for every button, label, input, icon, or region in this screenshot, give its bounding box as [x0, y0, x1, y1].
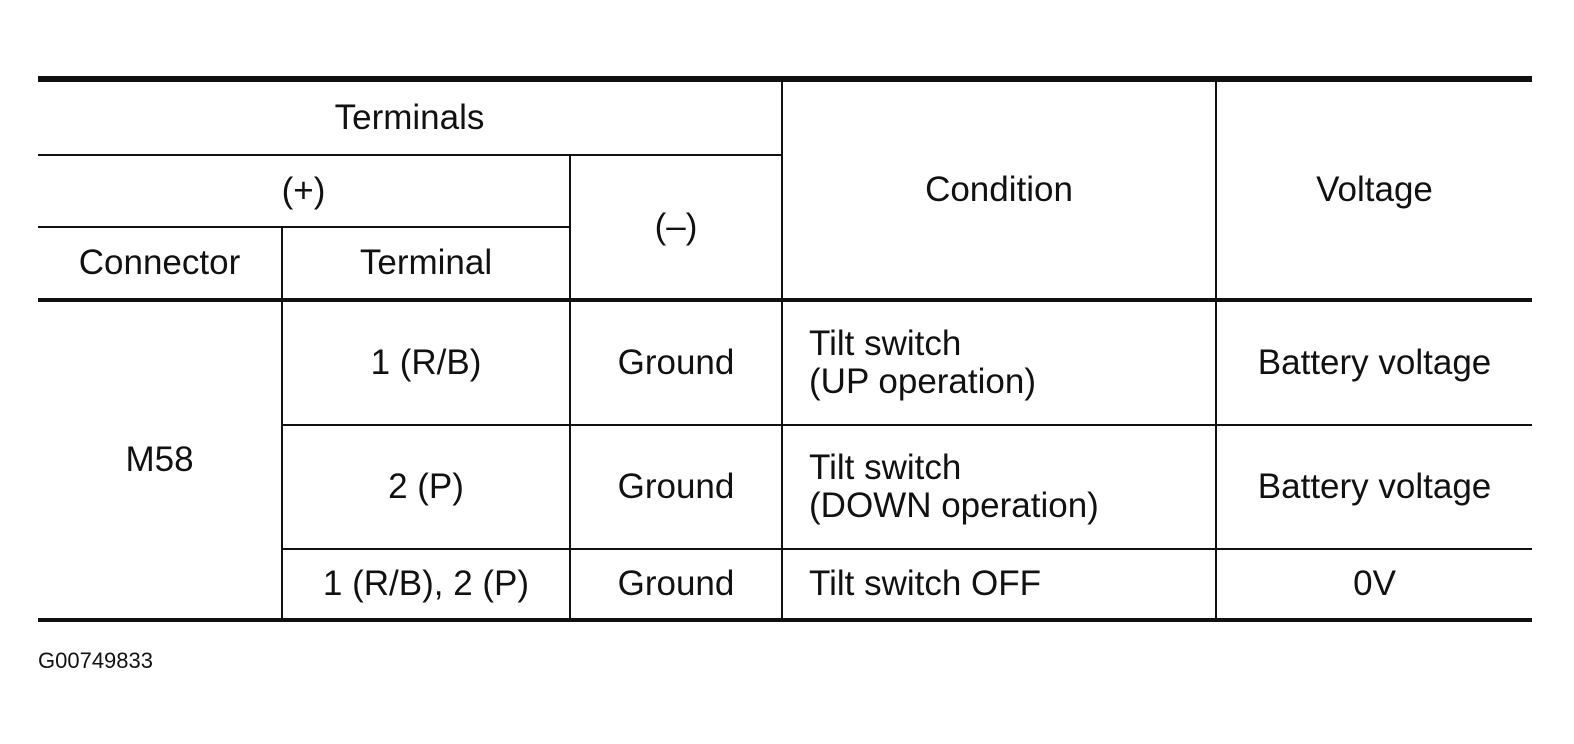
- header-row-polarity: (+) (–): [38, 154, 1532, 301]
- voltage-header: Voltage: [1215, 78, 1533, 301]
- header-row-terminals: Terminals Condition Voltage: [38, 78, 1533, 301]
- condition-line-2: (UP operation): [809, 362, 1036, 401]
- table-row: M58 1 (R/B) Ground Tilt switch (UP opera…: [38, 299, 1533, 621]
- connector-cell: M58: [38, 299, 283, 621]
- condition-cell: Tilt switch (DOWN operation): [781, 424, 1218, 550]
- minus-header: (–): [568, 154, 783, 301]
- ground-cell: Ground: [568, 548, 784, 621]
- table-row: 1 (R/B), 2 (P) Ground Tilt switch OFF 0V: [38, 548, 1533, 621]
- condition-header: Condition: [781, 78, 1218, 301]
- terminal-voltage-table: Terminals Condition Voltage (+) (–) Conn…: [38, 76, 1533, 622]
- plus-header: (+): [38, 154, 571, 228]
- table-header: Terminals Condition Voltage (+) (–) Conn…: [38, 78, 1533, 301]
- terminal-cell: 2 (P): [282, 424, 571, 550]
- condition-line-1: Tilt switch: [809, 323, 962, 363]
- condition-line-2: (DOWN operation): [809, 486, 1099, 525]
- table-row: 2 (P) Ground Tilt switch (DOWN operation…: [38, 424, 1533, 550]
- condition-cell: Tilt switch OFF: [781, 548, 1218, 621]
- ground-cell: Ground: [568, 424, 784, 550]
- terminal-cell: 1 (R/B): [281, 299, 571, 426]
- header-row-connector-terminal: Connector Terminal: [38, 226, 1532, 301]
- voltage-cell: 0V: [1215, 548, 1533, 621]
- ground-cell: Ground: [568, 299, 784, 426]
- voltage-cell: Battery voltage: [1215, 299, 1533, 426]
- condition-cell: Tilt switch (UP operation): [781, 299, 1218, 426]
- terminal-cell: 1 (R/B), 2 (P): [282, 548, 571, 621]
- condition-line-1: Tilt switch OFF: [809, 563, 1042, 603]
- figure-id: G00749833: [38, 648, 153, 673]
- table-body: M58 1 (R/B) Ground Tilt switch (UP opera…: [38, 299, 1533, 621]
- voltage-cell: Battery voltage: [1215, 424, 1533, 550]
- terminals-header: Terminals: [38, 78, 784, 156]
- terminal-header: Terminal: [281, 226, 570, 301]
- connector-header: Connector: [38, 226, 283, 301]
- condition-line-1: Tilt switch: [809, 447, 962, 487]
